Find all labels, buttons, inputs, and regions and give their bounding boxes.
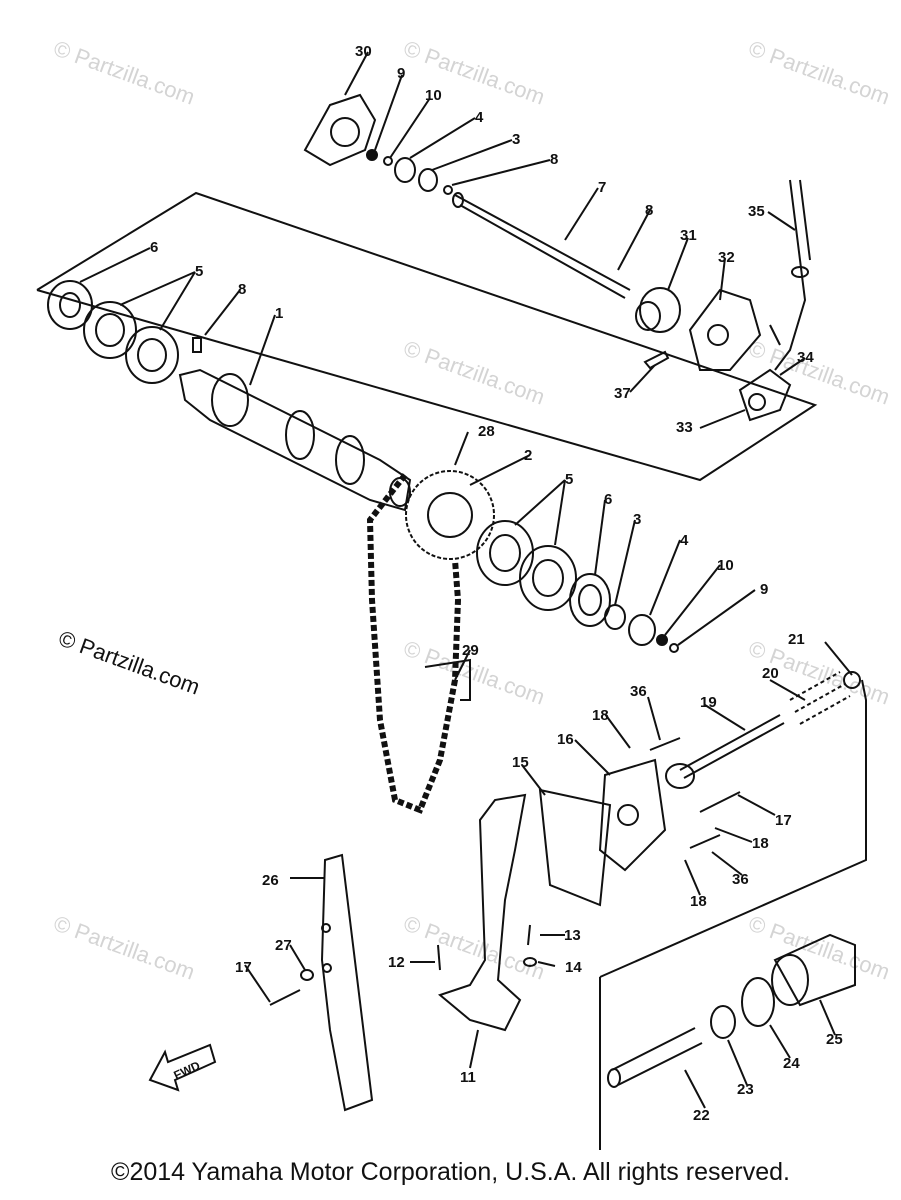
callout-18: 18 [690, 893, 707, 910]
callout-10: 10 [425, 87, 442, 104]
part-24-ring [741, 977, 775, 1027]
callout-2: 2 [524, 447, 532, 464]
callout-30: 30 [355, 43, 372, 60]
fwd-arrow [148, 1043, 217, 1092]
part-5-bearing-left-a [83, 301, 137, 359]
callout-9: 9 [760, 581, 768, 598]
part-28-chain [366, 473, 462, 814]
callout-19: 19 [700, 694, 717, 711]
part-26-guide [320, 853, 374, 1112]
callout-8: 8 [550, 151, 558, 168]
callout-37: 37 [614, 385, 631, 402]
part-22-shaft [611, 1027, 703, 1086]
callout-36: 36 [630, 683, 647, 700]
callout-27: 27 [275, 937, 292, 954]
panel-outline-lower [599, 679, 867, 978]
part-7-shaft [454, 194, 631, 299]
callout-13: 13 [564, 927, 581, 944]
part-30-bracket [303, 93, 377, 167]
part-5-bearing-right-b [519, 545, 577, 611]
part-33-switch [738, 368, 792, 422]
part-29-link [424, 658, 471, 701]
part-35-wire [774, 179, 807, 371]
part-36-bolt-lower [689, 834, 721, 849]
callout-8: 8 [238, 281, 246, 298]
part-16-housing [598, 758, 667, 872]
callout-14: 14 [565, 959, 582, 976]
panel-outline-top [36, 191, 818, 482]
part-4-right [628, 614, 656, 646]
part-4-upper [394, 157, 416, 183]
callout-36: 36 [732, 871, 749, 888]
callout-5: 5 [565, 471, 573, 488]
callout-18: 18 [752, 835, 769, 852]
callout-6: 6 [604, 491, 612, 508]
part-11-arm [437, 793, 527, 1032]
callout-34: 34 [797, 349, 814, 366]
part-2-sprocket [405, 470, 495, 560]
callout-15: 15 [512, 754, 529, 771]
part-6-seal-left [47, 280, 93, 330]
part-36-bolt-upper [649, 737, 681, 751]
callout-26: 26 [262, 872, 279, 889]
part-14-washer [523, 957, 537, 967]
callout-22: 22 [693, 1107, 710, 1124]
part-20-spring [789, 671, 851, 725]
callout-16: 16 [557, 731, 574, 748]
callout-31: 31 [680, 227, 697, 244]
part-17-bolt-right [699, 791, 741, 813]
part-17-bolt-left [269, 989, 301, 1006]
part-37-spring [643, 350, 670, 370]
part-1-camshaft [178, 368, 412, 512]
part-19-rod [679, 714, 785, 779]
callout-28: 28 [478, 423, 495, 440]
callout-29: 29 [462, 642, 479, 659]
part-13-bolt [527, 924, 531, 946]
callout-17: 17 [775, 812, 792, 829]
part-6-seal-right [569, 573, 611, 627]
callout-32: 32 [718, 249, 735, 266]
copyright-footer: ©2014 Yamaha Motor Corporation, U.S.A. A… [111, 1158, 790, 1186]
callout-17: 17 [235, 959, 252, 976]
callout-18: 18 [592, 707, 609, 724]
callout-20: 20 [762, 665, 779, 682]
callout-6: 6 [150, 239, 158, 256]
callout-4: 4 [680, 532, 689, 549]
part-5-bearing-left-b [125, 326, 179, 384]
part-12-bolt [437, 944, 441, 971]
part-3-right [604, 604, 626, 630]
callout-3: 3 [512, 131, 520, 148]
callout-33: 33 [676, 419, 693, 436]
callout-23: 23 [737, 1081, 754, 1098]
callout-24: 24 [783, 1055, 800, 1072]
callout-11: 11 [460, 1069, 476, 1086]
callout-35: 35 [748, 203, 765, 220]
part-32-plate [688, 288, 762, 371]
part-25-cap [773, 933, 856, 1007]
callout-7: 7 [598, 179, 606, 196]
part-8-key [192, 337, 202, 353]
callout-1: 1 [275, 305, 283, 322]
fwd-label: FWD [172, 1058, 203, 1082]
part-23-nut [710, 1005, 736, 1039]
callout-8: 8 [645, 202, 653, 219]
part-21-washer [843, 671, 861, 689]
part-3-upper [418, 168, 438, 192]
callout-5: 5 [195, 263, 203, 280]
part-5-bearing-right-a [476, 520, 534, 586]
callout-9: 9 [397, 65, 405, 82]
callout-4: 4 [475, 109, 484, 126]
part-31-collar [639, 287, 681, 333]
part-15-gasket [538, 788, 612, 907]
callout-12: 12 [388, 954, 405, 971]
callout-25: 25 [826, 1031, 843, 1048]
callout-10: 10 [717, 557, 734, 574]
part-27-washer [300, 969, 314, 981]
callout-3: 3 [633, 511, 641, 528]
callout-21: 21 [788, 631, 805, 648]
